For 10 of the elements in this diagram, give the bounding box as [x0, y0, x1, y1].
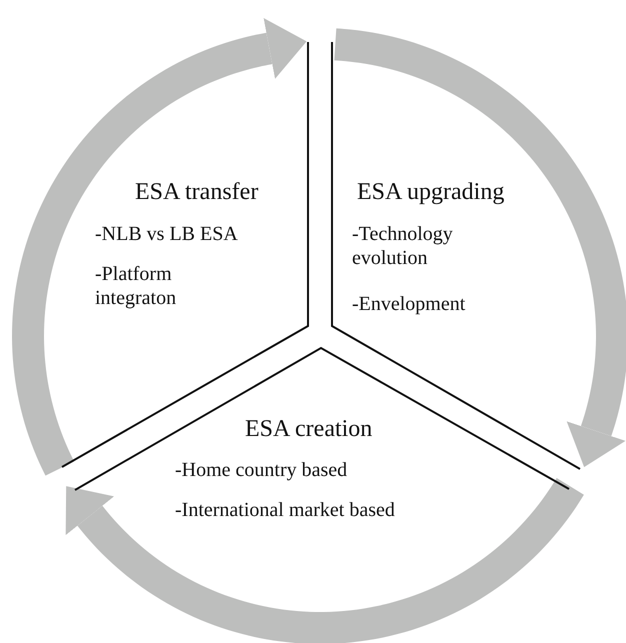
bullet-item: -Platform integraton [95, 262, 178, 310]
segment-title: ESA transfer [135, 178, 258, 207]
bullet-item: -Envelopment [352, 292, 466, 316]
bullet-item: -Home country based [175, 458, 348, 482]
bullet-item: -NLB vs LB ESA [95, 222, 239, 246]
bullet-item: -International market based [175, 498, 396, 522]
bullet-item: -Technology evolution [352, 222, 454, 270]
cycle-arrow [66, 478, 584, 643]
segment-title: ESA upgrading [357, 178, 504, 207]
segment-title: ESA creation [245, 415, 372, 444]
